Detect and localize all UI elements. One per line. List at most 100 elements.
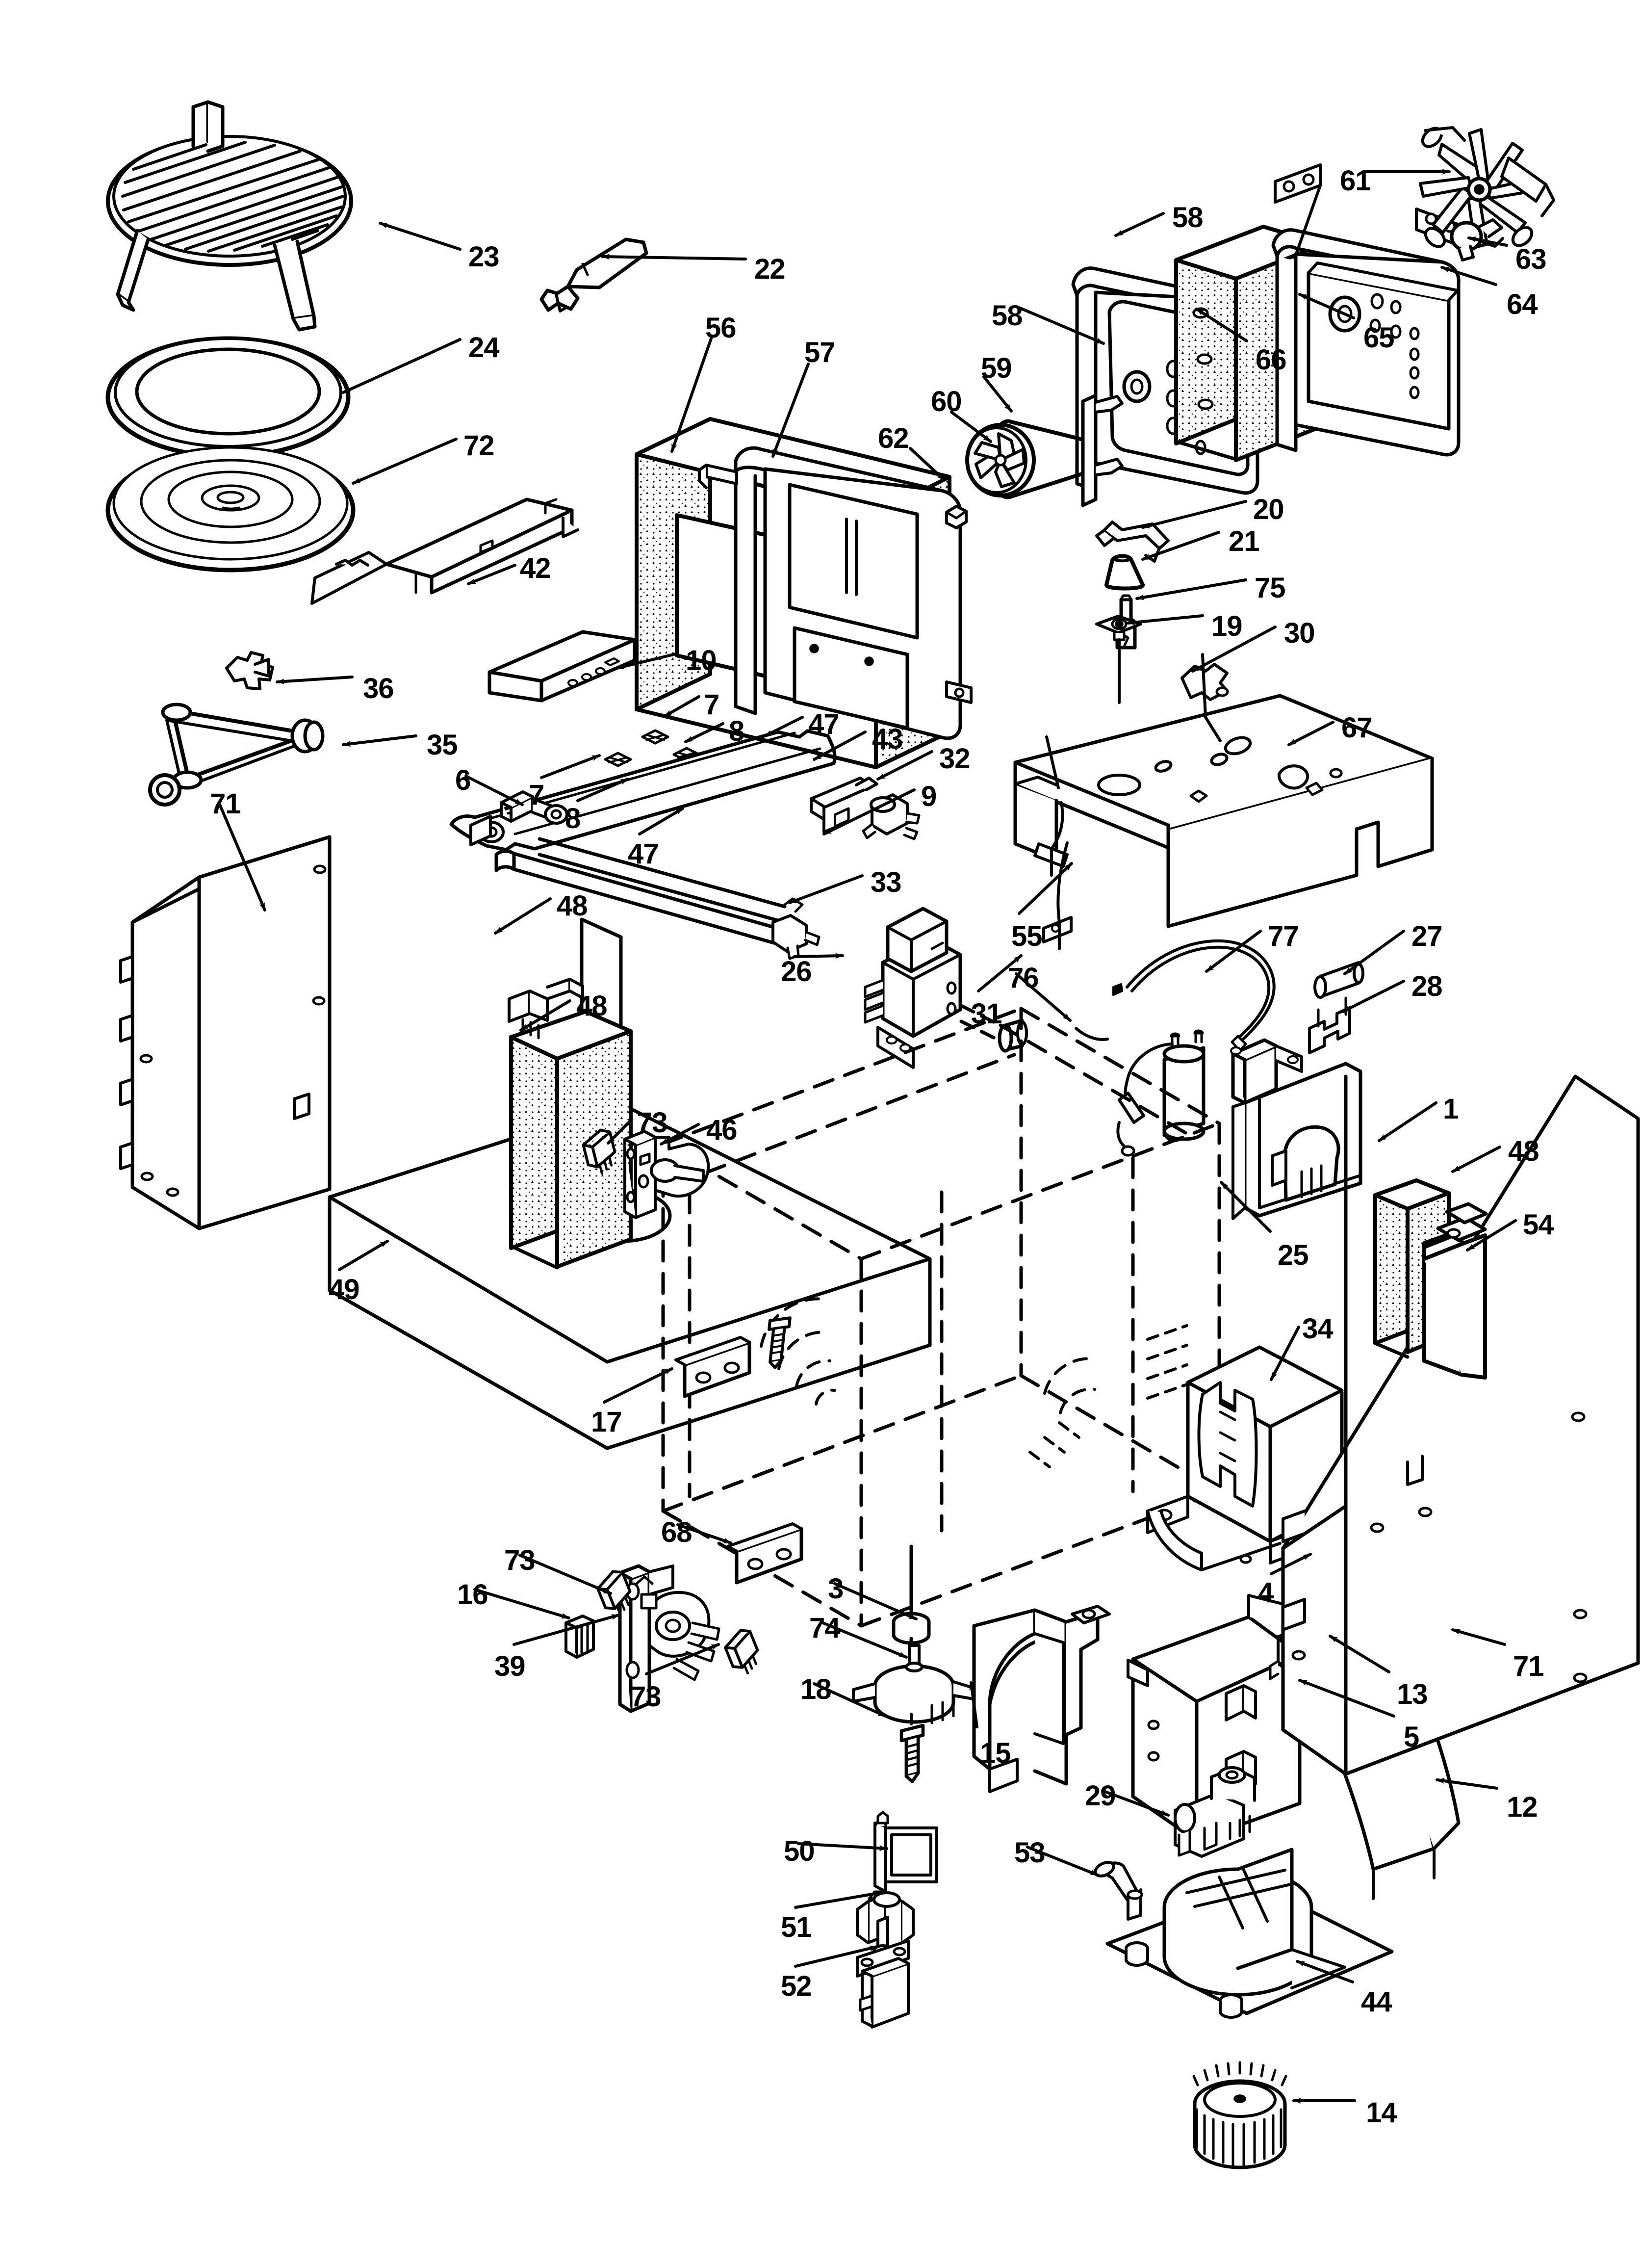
part-turntable-glass-tray [105,446,356,573]
leader-line-47 [638,807,684,835]
part-thermal-cutout-switch [1450,218,1504,261]
leader-line-64 [1440,266,1497,286]
callout-number-44: 44 [1361,1986,1392,2018]
leader-line-23 [379,222,462,251]
callout-number-50: 50 [784,1835,815,1867]
part-rack-grill [106,100,353,332]
part-turntable-motor [852,1644,977,1740]
part-magnetron-cooling-fan [1419,126,1555,249]
leader-line-46 [660,1123,700,1146]
leader-line-73 [607,1118,633,1145]
callout-number-68: 68 [661,1516,693,1548]
leader-line-68 [676,1523,732,1544]
leader-line-35 [342,734,417,747]
leader-line-59 [982,375,1013,413]
leader-line-7 [663,695,700,718]
callout-number-46: 46 [706,1114,738,1146]
part-turllable-roller-guide [148,703,325,807]
callout-number-53: 53 [1014,1837,1046,1869]
callout-number-72: 72 [463,430,495,462]
callout-number-22: 22 [754,253,786,285]
leader-line-27 [1343,930,1405,975]
part-motor-switch-cam [1174,1766,1256,1858]
leader-line-43 [813,730,867,761]
leader-line-12 [1436,1778,1498,1790]
part-interlock-switch-lower [721,1627,764,1677]
leader-line-4 [1270,1553,1312,1575]
part-stirrer-fan-blade [965,423,1036,497]
callout-number-54: 54 [1523,1209,1554,1241]
part-wire-harness [1112,939,1276,1052]
part-insulating-washer-b [604,752,632,767]
callout-number-31: 31 [971,998,1002,1030]
part-insulation-block-right [1373,1178,1451,1359]
part-element-terminal-block [469,790,568,846]
callout-number-26: 26 [781,956,812,988]
callout-number-58: 58 [992,300,1023,332]
part-turntable-hub-handle [539,237,648,313]
callout-number-73: 73 [630,1681,662,1713]
leader-line-39 [513,1614,620,1646]
callout-number-51: 51 [781,1911,812,1943]
callout-number-47: 47 [628,838,659,870]
part-latch-hook-assembly [623,1130,710,1219]
callout-number-39: 39 [494,1650,526,1682]
callout-number-33: 33 [871,866,902,898]
part-hv-diode-wire [1075,1027,1109,1041]
callout-number-28: 28 [1411,970,1443,1002]
part-fan-blade-impeller [1192,2061,1287,2169]
part-grill-element-rods [494,837,787,945]
callout-number-56: 56 [705,312,737,344]
leader-line-16 [473,1588,570,1619]
leader-line-6 [464,775,524,806]
callout-number-8: 8 [565,803,581,834]
part-thermostat-bracket [810,777,878,834]
leader-line-7 [540,754,601,779]
part-ground-wire-terminal [1042,841,1073,950]
part-door-latch-body [618,1564,720,1713]
callout-number-1: 1 [1443,1093,1459,1125]
leader-line-73 [645,1643,720,1675]
callout-number-14: 14 [1366,2097,1397,2129]
leader-line-62 [909,447,946,481]
callout-number-74: 74 [809,1612,841,1644]
leader-line-8 [576,778,629,802]
part-cooling-fan-motor [1105,1848,1394,2019]
part-hv-transformer [1146,1345,1344,1571]
part-latch-strike-plate [726,1522,803,1585]
callout-number-25: 25 [1278,1239,1309,1271]
callout-number-7: 7 [704,689,719,721]
part-hinge-mount-block [856,1916,910,2029]
callout-number-61: 61 [1340,165,1371,197]
leader-line-66 [1195,308,1248,342]
callout-number-30: 30 [1284,617,1315,649]
leader-line-48 [519,999,571,1032]
leader-line-58 [1114,212,1165,237]
part-door-latch-spring [564,1615,595,1659]
callout-number-65: 65 [1363,322,1395,354]
leader-line-13 [1329,1635,1390,1673]
leader-line-67 [1287,721,1334,746]
leader-line-17 [603,1367,673,1404]
callout-number-23: 23 [468,241,500,273]
part-side-panel-left [119,835,332,1230]
leader-line-42 [467,564,516,585]
part-air-duct-scroll [972,1605,1111,1793]
callout-number-29: 29 [1085,1780,1116,1812]
part-element-end-clip [771,897,821,960]
leader-line-19 [1127,614,1204,626]
callout-number-3: 3 [828,1573,844,1605]
callout-number-77: 77 [1268,920,1299,952]
leader-line-73 [518,1554,612,1595]
callout-number-57: 57 [804,337,836,368]
leader-line-54 [1466,1219,1517,1251]
callout-number-66: 66 [1256,344,1287,376]
leader-line-18 [813,1682,887,1718]
part-lamp-retainer-clip [1095,615,1142,704]
callout-number-62: 62 [878,422,909,454]
leader-line-50 [797,1842,888,1851]
leader-line-26 [793,953,844,959]
callout-number-4: 4 [1258,1577,1274,1609]
callout-number-7: 7 [529,779,544,811]
